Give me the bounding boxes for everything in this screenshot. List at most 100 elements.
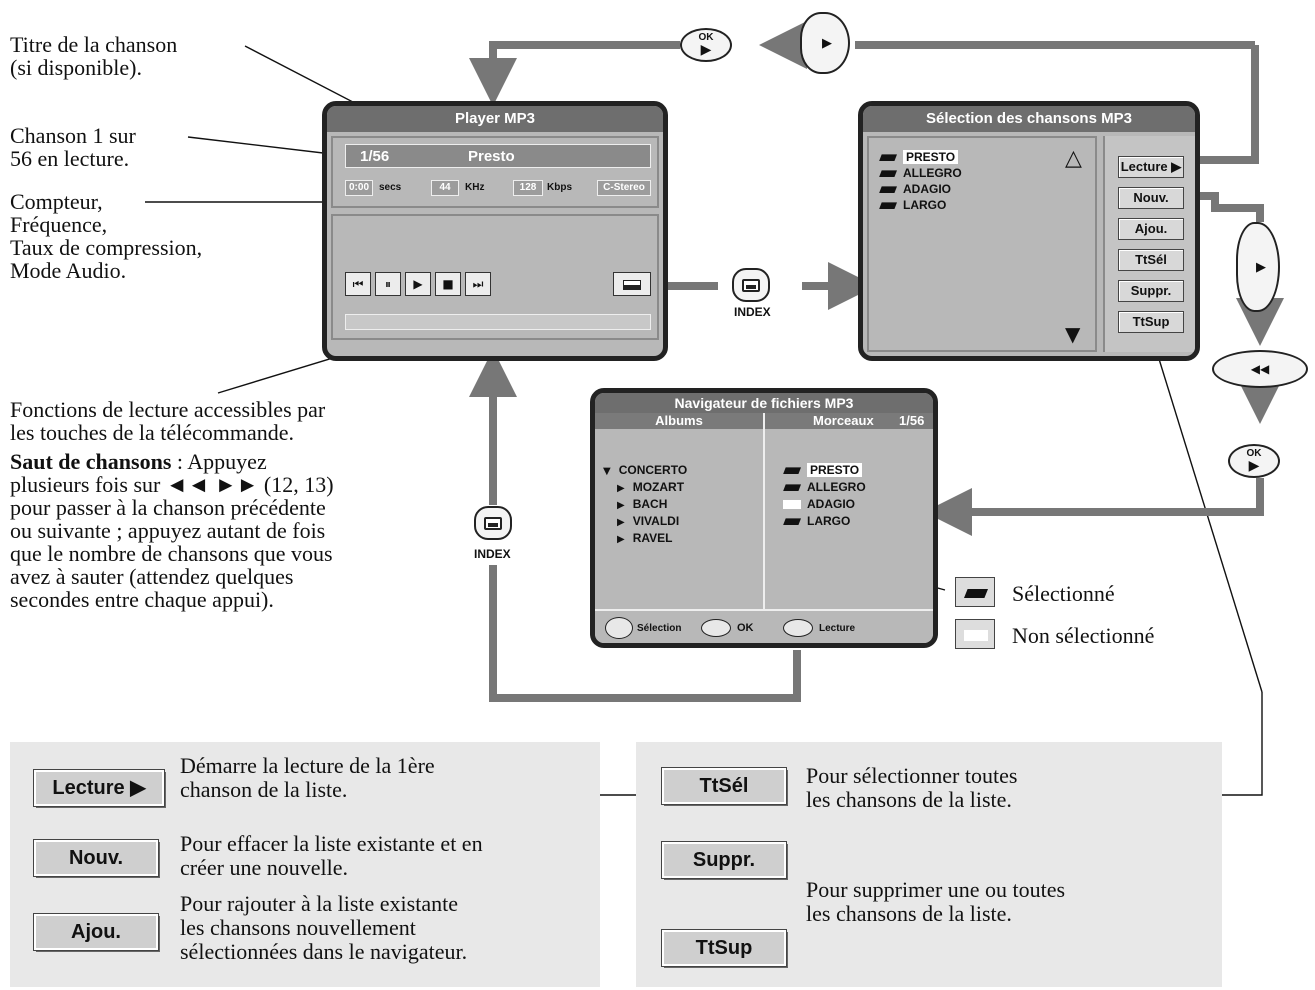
tracks-header-label: Morceaux xyxy=(813,413,874,428)
album-item[interactable]: ▶BACH xyxy=(617,497,667,513)
rewind-remote-button[interactable]: ◀◀ xyxy=(1212,350,1308,388)
index-label: INDEX xyxy=(734,305,771,319)
scroll-down-icon[interactable]: ▼ xyxy=(1065,322,1081,346)
ajou-explanation-line: Pour rajouter à la liste existante xyxy=(180,891,458,916)
pause-button[interactable]: ⏸ xyxy=(375,272,401,296)
ttsup-button[interactable]: TtSup xyxy=(1118,311,1184,333)
index-button-icon xyxy=(783,619,813,637)
track-label: PRESTO xyxy=(807,463,863,477)
lecture-explanation: Démarre la lecture de la 1ère chanson de… xyxy=(180,754,435,802)
selection-song-item[interactable]: LARGO xyxy=(879,198,946,213)
ttsup-key: TtSup xyxy=(661,929,787,967)
lecture-button[interactable]: Lecture ▶ xyxy=(1118,156,1184,178)
expanded-icon: ▼ xyxy=(603,466,611,477)
next-button[interactable]: ⏭ xyxy=(465,272,491,296)
ajou-button[interactable]: Ajou. xyxy=(1118,218,1184,240)
ok-remote-button[interactable]: OK ▶ xyxy=(1228,444,1280,478)
selected-folder-icon xyxy=(879,154,897,162)
selected-folder-icon xyxy=(879,186,897,194)
selection-song-item[interactable]: ALLEGRO xyxy=(879,166,962,181)
index-label: INDEX xyxy=(474,547,511,561)
navigator-footer: Sélection OK Lecture xyxy=(595,609,933,643)
ttsel-explanation: Pour sélectionner toutes les chansons de… xyxy=(806,764,1017,812)
track-item[interactable]: LARGO xyxy=(783,514,850,529)
track-label: ALLEGRO xyxy=(807,480,866,494)
ttsel-explanation-line: les chansons de la liste. xyxy=(806,787,1012,812)
fonctions-text: Fonctions de lecture accessibles par les… xyxy=(10,398,440,444)
player-title: Player MP3 xyxy=(327,106,663,132)
previous-button[interactable]: ⏮ xyxy=(345,272,371,296)
counter-unit: secs xyxy=(379,182,402,193)
track-item[interactable]: ADAGIO xyxy=(783,497,855,512)
album-item[interactable]: ▶MOZART xyxy=(617,480,684,496)
suppr-explanation-line: les chansons de la liste. xyxy=(806,901,1012,926)
nouv-explanation: Pour effacer la liste existante et en cr… xyxy=(180,832,483,880)
compteur-line3: Taux de compression, xyxy=(10,235,203,260)
lecture-explanation-line: chanson de la liste. xyxy=(180,777,348,802)
saut-line5: avez à sauter (attendez quelques xyxy=(10,564,294,589)
album-item[interactable]: ▶RAVEL xyxy=(617,531,672,547)
track-item[interactable]: PRESTO xyxy=(783,463,863,478)
right-explanation-box: TtSél Pour sélectionner toutes les chans… xyxy=(636,742,1222,987)
compteur-callout: Compteur, Fréquence, Taux de compression… xyxy=(10,190,310,282)
footer-lecture-label: Lecture xyxy=(819,623,856,634)
selected-folder-icon xyxy=(879,170,897,178)
selection-song-item[interactable]: PRESTO xyxy=(879,150,959,165)
index-remote-button[interactable] xyxy=(732,268,770,302)
selected-folder-icon xyxy=(964,589,988,598)
transport-controls: ⏮ ⏸ ▶ ■ ⏭ xyxy=(345,272,495,296)
navigation-pad-icon xyxy=(605,617,633,639)
fonctions-line1: Fonctions de lecture accessibles par xyxy=(10,397,326,422)
ttsel-button[interactable]: TtSél xyxy=(1118,249,1184,271)
bitrate-unit: Kbps xyxy=(547,182,572,193)
frequency-value: 44 xyxy=(431,180,459,196)
progress-bar xyxy=(345,314,651,330)
saut-line3: ou suivante ; appuyez autant de fois xyxy=(10,518,326,543)
folder-icon xyxy=(484,517,502,530)
scroll-up-icon[interactable]: △ xyxy=(1065,146,1082,171)
selection-song-item[interactable]: ADAGIO xyxy=(879,182,951,197)
right-arrow-remote-button[interactable]: ▶ xyxy=(1236,222,1280,312)
selected-folder-icon xyxy=(783,518,801,526)
selection-song-label: PRESTO xyxy=(903,150,959,164)
stop-button[interactable]: ■ xyxy=(435,272,461,296)
album-label: VIVALDI xyxy=(632,514,680,528)
selection-title: Sélection des chansons MP3 xyxy=(863,106,1195,132)
selection-screen: Sélection des chansons MP3 PRESTO ALLEGR… xyxy=(858,101,1200,361)
suppr-button[interactable]: Suppr. xyxy=(1118,280,1184,302)
unselected-folder-icon xyxy=(964,630,988,641)
compteur-line4: Mode Audio. xyxy=(10,258,127,283)
selection-song-label: ALLEGRO xyxy=(903,166,962,180)
player-screen: Player MP3 1/56 Presto 0:00 secs 44 KHz … xyxy=(322,101,668,361)
index-remote-button[interactable] xyxy=(474,506,512,540)
index-folder-button[interactable] xyxy=(613,272,651,296)
lecture-explanation-line: Démarre la lecture de la 1ère xyxy=(180,753,435,778)
ok-remote-button[interactable]: OK ▶ xyxy=(680,28,732,62)
suppr-key: Suppr. xyxy=(661,841,787,879)
right-arrow-remote-button[interactable]: ▶ xyxy=(800,12,850,74)
player-song-title: Presto xyxy=(468,148,515,165)
album-item[interactable]: ▼CONCERTO xyxy=(603,463,687,479)
suppr-explanation: Pour supprimer une ou toutes les chanson… xyxy=(806,878,1065,926)
track-label: LARGO xyxy=(807,514,851,528)
selected-folder-icon xyxy=(879,202,897,210)
player-control-panel: ⏮ ⏸ ▶ ■ ⏭ xyxy=(331,214,659,340)
nouv-button[interactable]: Nouv. xyxy=(1118,187,1184,209)
navigator-title: Navigateur de fichiers MP3 xyxy=(595,393,933,413)
rewind-icon: ◀◀ xyxy=(1250,362,1270,376)
selection-song-label: LARGO xyxy=(903,198,947,212)
play-button[interactable]: ▶ xyxy=(405,272,431,296)
saut-line4: que le nombre de chansons que vous xyxy=(10,541,333,566)
title-callout-line1: Titre de la chanson xyxy=(10,32,178,57)
footer-ok-label: OK xyxy=(737,622,754,634)
folder-fill-icon xyxy=(623,285,641,290)
collapsed-icon: ▶ xyxy=(617,517,625,528)
album-item[interactable]: ▶ VIVALDI xyxy=(617,514,679,530)
selection-button-column: Lecture ▶ Nouv. Ajou. TtSél Suppr. TtSup xyxy=(1103,136,1195,352)
saut-bold: Saut de chansons xyxy=(10,449,172,474)
album-label: MOZART xyxy=(632,480,685,494)
track-item[interactable]: ALLEGRO xyxy=(783,480,866,495)
album-label: RAVEL xyxy=(632,531,673,545)
audio-mode-value: C-Stereo xyxy=(597,180,651,196)
ttsel-key: TtSél xyxy=(661,767,787,805)
